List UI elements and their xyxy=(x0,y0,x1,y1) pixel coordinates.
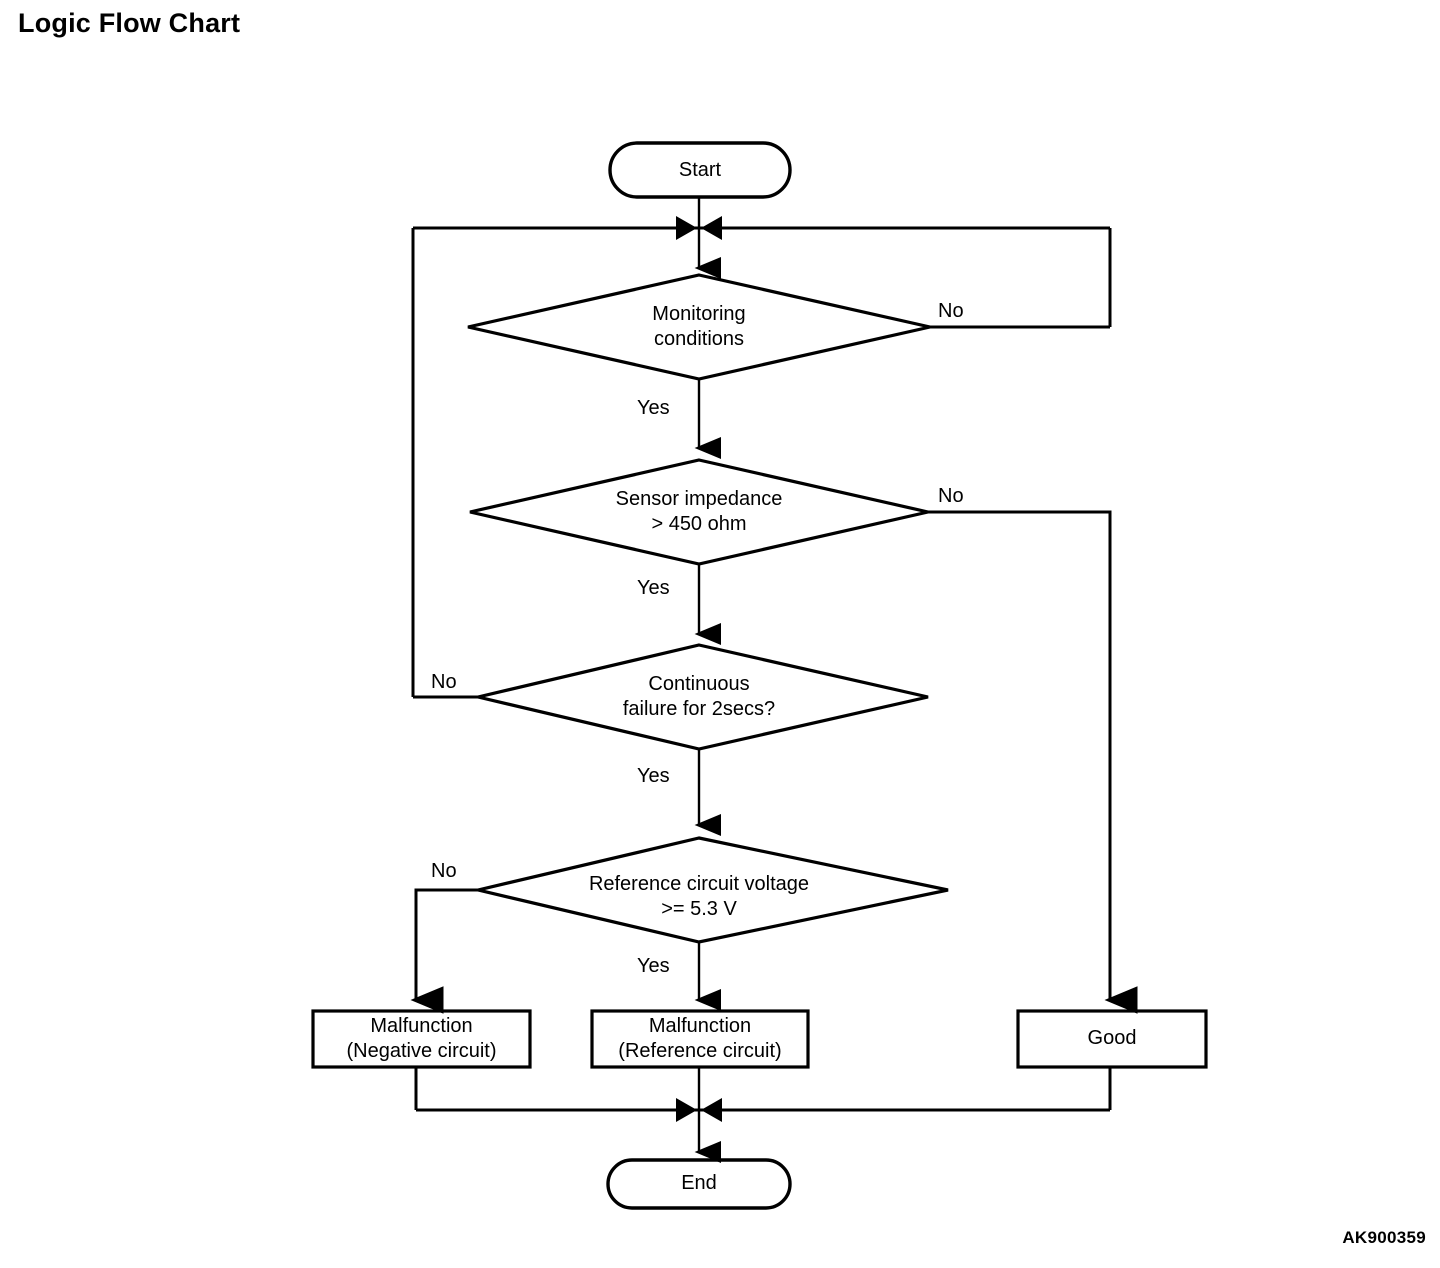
node-malfunction-reference-shape xyxy=(590,1009,810,1069)
edge-impedance-no xyxy=(928,510,1138,1014)
page-title: Logic Flow Chart xyxy=(18,8,241,38)
node-end-shape xyxy=(606,1158,792,1210)
node-refvoltage-shape xyxy=(477,836,949,944)
node-impedance-shape xyxy=(469,458,929,566)
merge-arrowhead-right-bottom xyxy=(701,1098,722,1122)
edge-refvoltage-no xyxy=(410,888,478,1014)
node-continuous-shape xyxy=(477,643,929,751)
node-good-shape xyxy=(1016,1009,1208,1069)
node-start-shape xyxy=(608,141,792,199)
merge-arrowhead-left-bottom xyxy=(676,1098,697,1122)
merge-arrowhead-left-top xyxy=(676,216,697,240)
reference-code: AK900359 xyxy=(1342,1228,1426,1247)
node-malfunction-negative-shape xyxy=(311,1009,532,1069)
node-monitoring-shape xyxy=(467,273,931,381)
merge-arrowhead-right-top xyxy=(701,216,722,240)
